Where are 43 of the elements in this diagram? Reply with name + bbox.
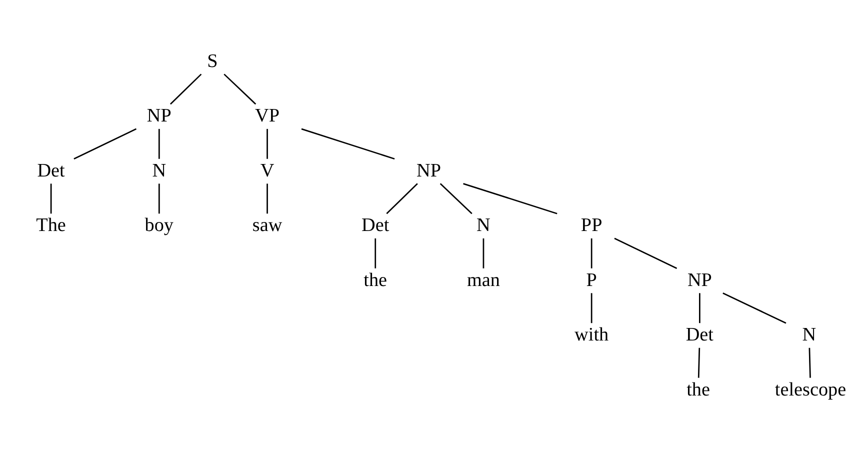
node-text: NP (146, 105, 172, 126)
node-text: N (802, 324, 816, 346)
connector (158, 183, 160, 214)
connector (722, 292, 786, 324)
connector (463, 182, 558, 214)
connector (266, 183, 268, 214)
node-text: S (207, 50, 218, 72)
connector (374, 238, 376, 268)
node-text: NP (687, 269, 712, 290)
node-text: Det (37, 160, 65, 181)
connector (590, 292, 592, 323)
connector (50, 183, 52, 214)
connector (301, 128, 395, 160)
node-text: N (476, 214, 490, 236)
node-text: Det (362, 214, 390, 236)
node-text: boy (144, 214, 174, 236)
node-text: N (152, 160, 166, 181)
node-text: VP (255, 105, 280, 126)
node-text: man (466, 269, 500, 290)
node-text: the (686, 378, 710, 400)
connector (224, 73, 256, 104)
node-text: NP (416, 160, 441, 181)
node-text: Det (686, 324, 714, 346)
node-text: the (364, 269, 388, 290)
node-text: telescope (774, 378, 846, 400)
connector (614, 237, 678, 268)
connector (590, 238, 592, 268)
connector (158, 128, 160, 158)
connector (698, 347, 700, 378)
node-text: P (586, 269, 597, 290)
connector (482, 238, 484, 268)
connector (808, 347, 811, 378)
connector (699, 292, 700, 323)
node-text: saw (252, 214, 282, 236)
node-text: with (574, 324, 609, 346)
node-text: The (36, 214, 66, 236)
node-text: PP (580, 214, 602, 236)
connector (170, 73, 202, 104)
connector (440, 182, 472, 214)
connector (266, 128, 268, 158)
connector (386, 182, 418, 214)
node-text: V (260, 160, 274, 181)
connector (74, 128, 137, 159)
